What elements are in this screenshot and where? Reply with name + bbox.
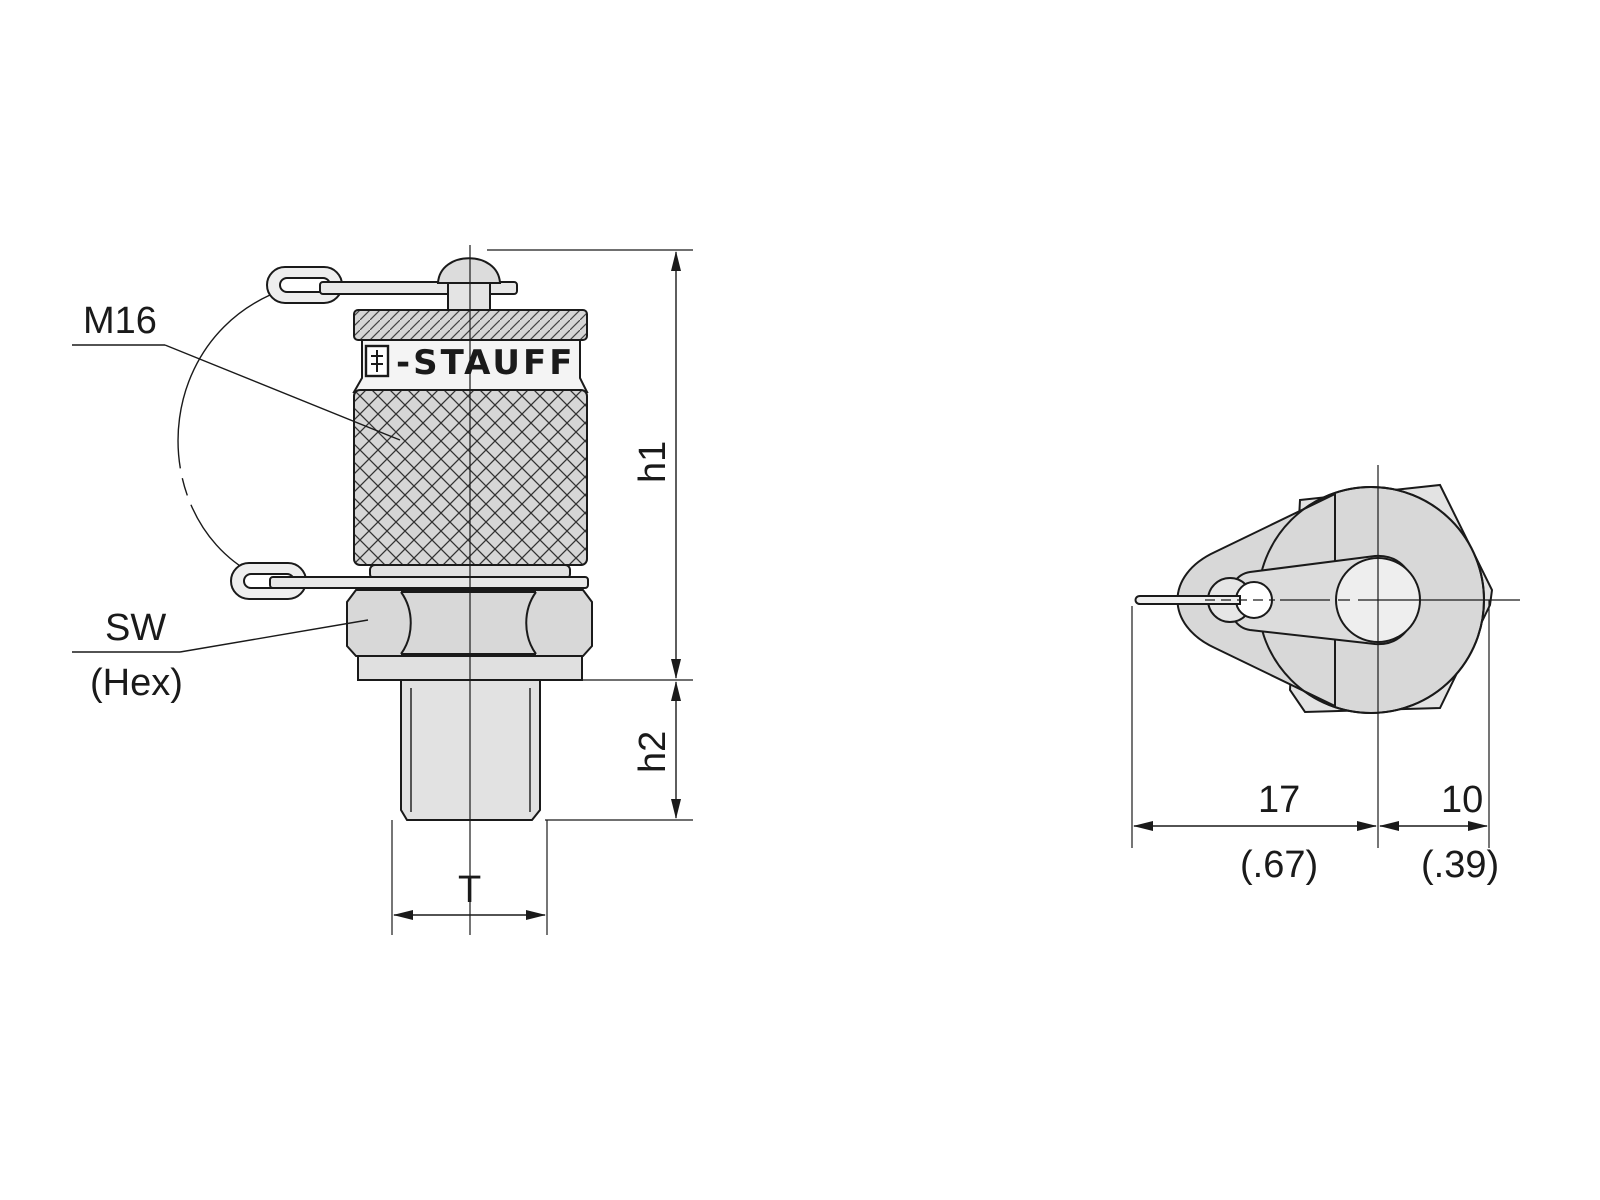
dim-label-10-inches: (.39)	[1421, 844, 1499, 886]
dim-label-t: T	[458, 869, 481, 911]
dim-label-17-inches: (.67)	[1240, 844, 1318, 886]
brand-text: -STAUFF	[396, 343, 575, 383]
dim-label-h2: h2	[632, 731, 674, 773]
dim-label-h1: h1	[632, 441, 674, 483]
label-m16: M16	[83, 300, 157, 342]
tether-wire	[177, 294, 271, 576]
label-sw: SW	[105, 607, 166, 649]
tether-strap-bottom	[269, 576, 589, 589]
dim-label-10: 10	[1441, 779, 1483, 821]
cap-knob	[436, 257, 502, 284]
top-view	[1131, 465, 1520, 848]
dim-label-17: 17	[1258, 779, 1300, 821]
side-view: -STAUFF	[72, 245, 693, 935]
label-hex: (Hex)	[90, 662, 183, 704]
